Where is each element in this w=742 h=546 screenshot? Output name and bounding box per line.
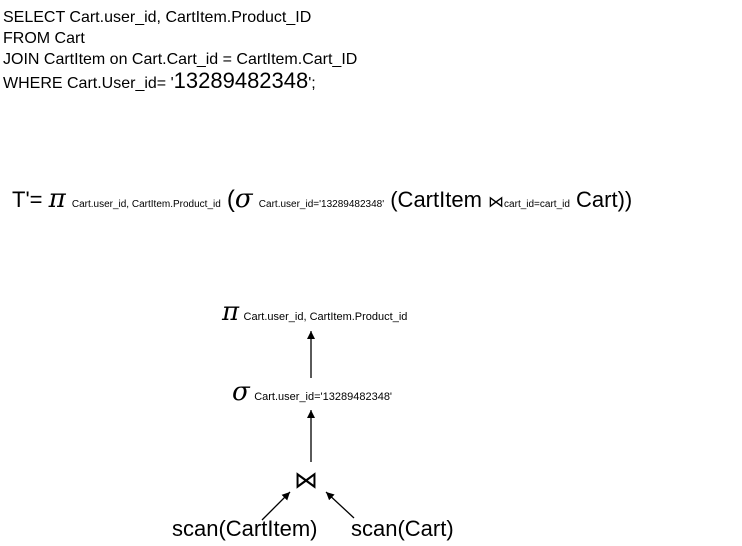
edge-cartitem-to-join [261, 491, 291, 521]
expression-sigma-subscript: Cart.user_id='13289482348' [258, 199, 385, 210]
expression-inner-open: (CartItem [390, 187, 482, 212]
sql-where-value: 13289482348 [173, 68, 309, 93]
tree-sigma-subscript: Cart.user_id='13289482348' [254, 391, 393, 403]
sql-where-line: WHERE Cart.User_id= '13289482348'; [3, 70, 357, 94]
sql-select-line: SELECT Cart.user_id, CartItem.Product_ID [3, 9, 312, 26]
expression-join-subscript: cart_id=cart_id [504, 199, 570, 210]
sql-from-line: FROM Cart [3, 30, 85, 47]
expression-pi-subscript: Cart.user_id, CartItem.Product_id [71, 199, 221, 210]
expression-lhs: T'= [12, 187, 43, 212]
relational-algebra-expression: T'= π Cart.user_id, CartItem.Product_id … [12, 184, 632, 214]
sql-where-prefix: WHERE Cart.User_id= ' [3, 75, 174, 92]
edge-cart-to-join [325, 491, 355, 519]
tree-projection-node: π Cart.user_id, CartItem.Product_id [222, 297, 407, 327]
tree-leaf-scan-cart: scan(Cart) [351, 516, 454, 541]
expression-inner-close: Cart)) [576, 187, 633, 212]
tree-selection-node: σ Cart.user_id='13289482348' [232, 377, 392, 407]
sql-join-line: JOIN CartItem on Cart.Cart_id = CartItem… [3, 51, 358, 68]
tree-leaf-scan-cartitem: scan(CartItem) [172, 516, 318, 541]
tree-pi-subscript: Cart.user_id, CartItem.Product_id [243, 311, 408, 323]
tree-pi-symbol: π [222, 297, 240, 327]
expression-pi-symbol: π [48, 184, 66, 214]
expression-open-paren: ( [226, 186, 235, 213]
tree-sigma-symbol: σ [232, 377, 250, 407]
expression-sigma-symbol: σ [234, 184, 253, 214]
tree-join-node: ⋈ [294, 466, 318, 494]
sql-where-suffix: '; [308, 75, 316, 92]
sql-query: SELECT Cart.user_id, CartItem.Product_ID… [3, 7, 357, 94]
expression-join-symbol: ⋈ [488, 192, 505, 211]
